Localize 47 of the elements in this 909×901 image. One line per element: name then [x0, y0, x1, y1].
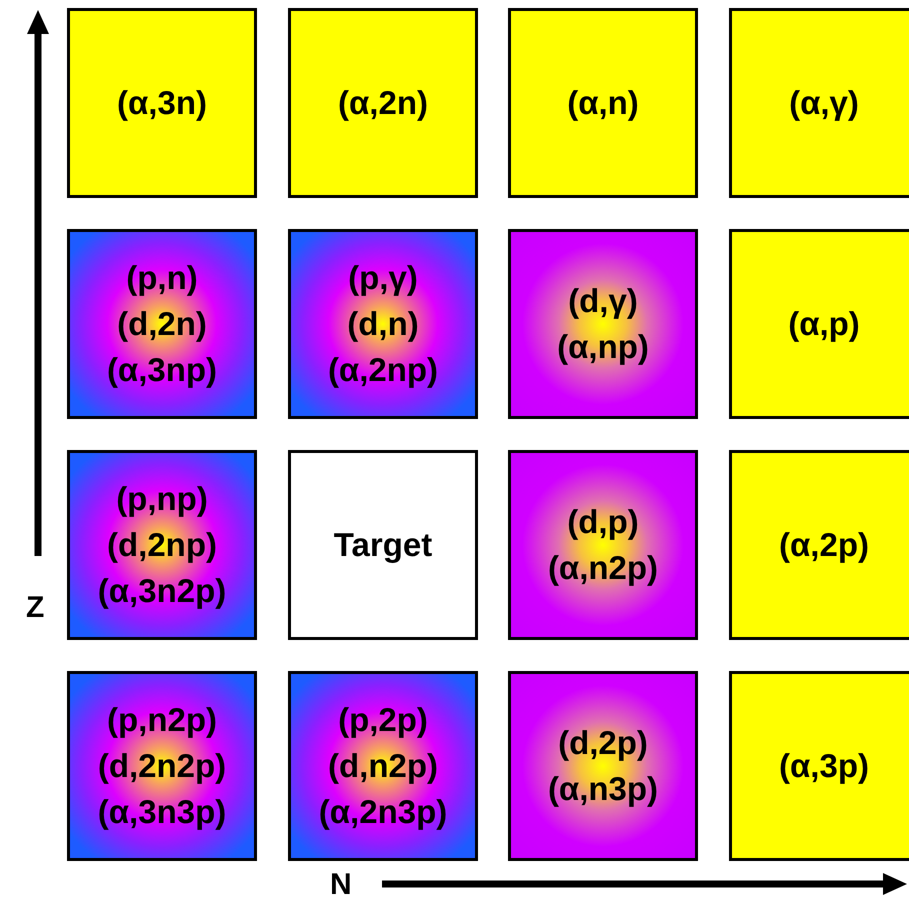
- reaction-box: [508, 671, 698, 861]
- reaction-label: (p,n): [126, 258, 198, 298]
- reaction-label: (d,n2p): [328, 746, 438, 786]
- reaction-label: (α,3p): [779, 746, 869, 786]
- reaction-label: (α,p): [788, 304, 860, 344]
- reaction-label: (p,γ): [348, 258, 418, 298]
- reaction-label: (d,2p): [558, 723, 648, 763]
- reaction-label: (d,2np): [107, 525, 217, 565]
- reaction-label: (d,γ): [568, 281, 638, 321]
- reaction-box: [729, 229, 909, 419]
- reaction-label: (p,2p): [338, 700, 428, 740]
- reaction-label: (α,n3p): [548, 769, 658, 809]
- reaction-box: [729, 671, 909, 861]
- reaction-box: [67, 229, 257, 419]
- reaction-label: (α,3n3p): [98, 792, 226, 832]
- reaction-label: (α,γ): [789, 83, 859, 123]
- reaction-label: (α,3n2p): [98, 571, 226, 611]
- reaction-box: [288, 229, 478, 419]
- reaction-label: (p,n2p): [107, 700, 217, 740]
- reaction-box: [729, 450, 909, 640]
- reaction-label: (α,3np): [106, 350, 218, 390]
- target-label: Target: [334, 525, 432, 565]
- reaction-label: (α,2n3p): [318, 792, 448, 832]
- target-box: [288, 450, 478, 640]
- reaction-label: (p,np): [116, 479, 208, 519]
- reaction-box: [67, 8, 257, 198]
- reaction-box: [729, 8, 909, 198]
- reaction-label: (d,2n2p): [98, 746, 226, 786]
- reaction-label: (α,3n): [117, 83, 207, 123]
- reaction-label: (α,2n): [338, 83, 428, 123]
- reaction-box: [508, 450, 698, 640]
- reaction-label: (d,n): [347, 304, 419, 344]
- reaction-label: (α,2np): [328, 350, 438, 390]
- reaction-label: (d,2n): [117, 304, 207, 344]
- axis-label: Z: [26, 593, 44, 623]
- reaction-box: [508, 8, 698, 198]
- reaction-box: [288, 671, 478, 861]
- reaction-box: [67, 450, 257, 640]
- reaction-label: (α,n2p): [548, 548, 658, 588]
- axis-label: N: [330, 870, 352, 900]
- reaction-box: [508, 229, 698, 419]
- reaction-label: (α,n): [567, 83, 639, 123]
- reaction-box: [67, 671, 257, 861]
- reaction-label: (α,2p): [779, 525, 869, 565]
- reaction-label: (α,np): [557, 327, 649, 367]
- reaction-label: (d,p): [567, 502, 639, 542]
- reaction-box: [288, 8, 478, 198]
